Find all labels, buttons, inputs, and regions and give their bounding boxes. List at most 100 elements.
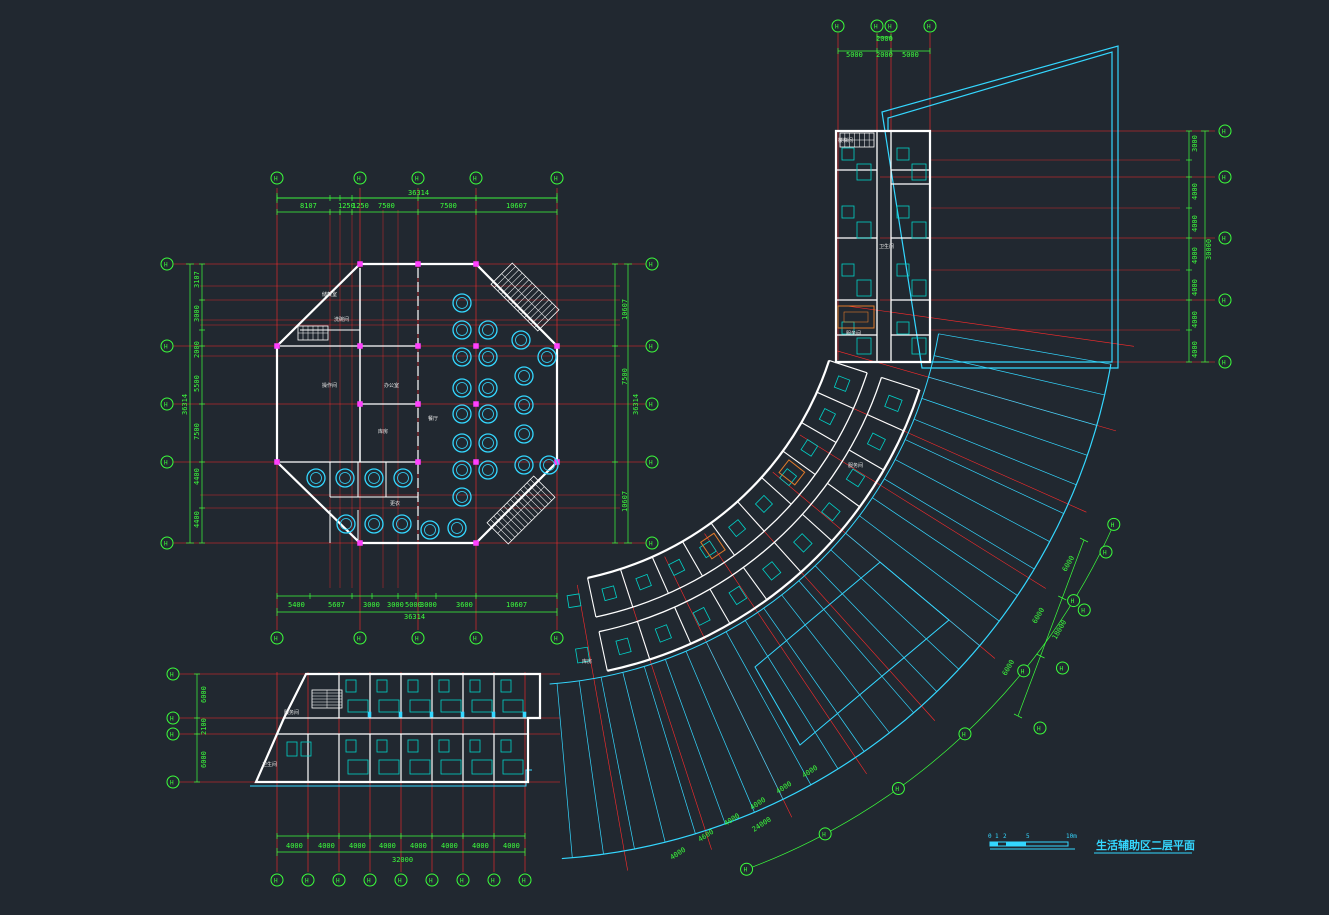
dim-a-left-total: 36314 (181, 394, 189, 415)
bed-fixture (440, 759, 462, 775)
axis-bubble (160, 455, 174, 469)
round-table-top (543, 459, 555, 471)
curved-stair-fixture (700, 532, 726, 560)
dim-c-top-total: 2000 (876, 35, 893, 43)
toilet-fixture (896, 321, 910, 335)
round-table (514, 395, 534, 415)
dim-c-top-2: 2000 (876, 51, 893, 59)
scale-bar-segment-2 (1006, 842, 1026, 846)
round-table (452, 347, 472, 367)
axis-bubble-label: H (305, 878, 309, 885)
stair-handrail (501, 273, 549, 321)
axis-bubble-label: H (1222, 298, 1226, 305)
axis-bubble-label: H (170, 672, 174, 679)
axis-bubble (1218, 355, 1232, 369)
column (473, 401, 479, 407)
bed-fixture (502, 699, 524, 713)
dim-a-left-4: 5500 (193, 375, 201, 392)
bed-fixture (440, 699, 462, 713)
axis-bubble (1218, 170, 1232, 184)
bed-fixture (856, 279, 872, 297)
dim-d-bot-total: 24000 (751, 815, 773, 833)
roof-fan-line (744, 620, 839, 770)
block-b-outline (250, 769, 532, 787)
axis-bubble-label: H (1071, 598, 1075, 605)
dim-d-bot-3: 4000 (723, 812, 741, 828)
dim-a-right-3: 10607 (621, 491, 629, 512)
axis-bubble-label: H (1103, 550, 1107, 557)
toilet-fixture (469, 739, 481, 753)
column (274, 343, 280, 349)
curved-room-fixture (884, 394, 903, 412)
dim-a-top-total: 36314 (408, 189, 429, 197)
axis-bubble (1099, 545, 1113, 559)
axis-bubble-label: H (164, 460, 168, 467)
axis-line-radial (846, 305, 1135, 347)
roof-fan-line (934, 355, 1105, 396)
axis-bubble-label: H (1111, 522, 1115, 529)
roof-fan-line (781, 594, 890, 734)
round-table-top (482, 437, 494, 449)
dim-b-bot-5: 4000 (410, 842, 427, 850)
room-label-a-5: 办公室 (384, 382, 399, 389)
round-table (539, 455, 559, 475)
column (357, 540, 363, 546)
axis-bubble-label: H (336, 878, 340, 885)
axis-bubble (301, 873, 315, 887)
axis-line-radial (821, 393, 1087, 513)
room-label-a-2: 洗碗间 (334, 316, 349, 323)
axis-bubble (645, 455, 659, 469)
stair (297, 325, 329, 341)
round-table (478, 460, 498, 480)
axis-bubble-label: H (1021, 668, 1025, 675)
axis-bubble-label: H (274, 176, 278, 183)
scale-bar-segment-1 (990, 842, 998, 846)
axis-bubble (353, 171, 367, 185)
round-table (478, 347, 498, 367)
dim-b-bot-6: 4000 (441, 842, 458, 850)
curved-room-fixture (635, 573, 652, 591)
axis-bubble-label: H (357, 176, 361, 183)
dim-c-right-total: 30000 (1205, 239, 1213, 260)
axis-bubble-label: H (522, 878, 526, 885)
round-table (452, 293, 472, 313)
curved-stair-fixture (778, 459, 806, 486)
round-table-top (339, 472, 351, 484)
bed-fixture (409, 759, 431, 775)
curved-room-divider (801, 422, 837, 443)
curved-room-divider (651, 556, 669, 594)
toilet-fixture (407, 679, 419, 693)
axis-bubble-label: H (164, 541, 168, 548)
dim-a-bot-total: 36314 (404, 613, 425, 621)
axis-bubble (891, 782, 905, 796)
dim-b-bot-8: 4000 (503, 842, 520, 850)
axis-bubble (166, 775, 180, 789)
roof-fan-line (814, 565, 938, 692)
scale-label-0: 0 (988, 833, 992, 840)
axis-bubble (1067, 594, 1081, 608)
axis-bubble (1056, 661, 1069, 675)
axis-bubble (740, 862, 754, 876)
curved-room-fixture (601, 585, 618, 602)
dim-c-right-4: 4000 (1191, 247, 1199, 264)
dim-a-top-4: 7500 (378, 202, 395, 210)
roof-fan-line (928, 376, 1097, 426)
axis-bubble (518, 873, 532, 887)
curved-room-divider (827, 482, 861, 508)
axis-bubble (1218, 124, 1232, 138)
curved-room-divider (761, 477, 792, 505)
curved-room-divider (881, 376, 920, 391)
dim-d-right-2: 6000 (1031, 606, 1046, 625)
scale-bar: 0 1 2 5 10m (988, 833, 1077, 850)
round-table (452, 460, 472, 480)
curved-room-divider (737, 501, 765, 532)
bed-fixture (347, 759, 369, 775)
curved-room-divider (773, 542, 802, 573)
curved-room-divider (828, 359, 868, 374)
bed-fixture (378, 699, 400, 713)
axis-grid-lines (172, 33, 1215, 872)
toilet-fixture (841, 205, 855, 219)
toilet-fixture (438, 739, 450, 753)
dim-c-right-1: 3000 (1191, 135, 1199, 152)
dim-c-right-2: 4000 (1191, 183, 1199, 200)
